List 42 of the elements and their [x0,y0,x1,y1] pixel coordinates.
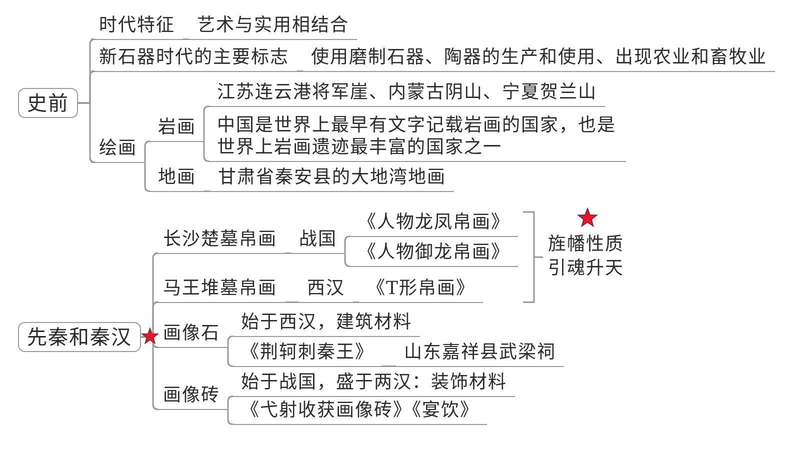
connector-line [227,336,234,348]
branch-topic: 江苏连云港将军崖、内蒙古阴山、宁夏贺兰山 [209,82,605,107]
connector-line [382,366,396,367]
connector-line [297,70,303,72]
connector-line [353,302,359,303]
connector-line [144,140,151,163]
branch-topic: 马王堆墓帛画 [155,278,285,303]
connector-line [344,252,351,267]
branch-topic: 西汉 [299,278,353,303]
branch-topic: 《人物龙凤帛画》 [350,212,518,237]
branch-topic: 艺术与实用相结合 [189,15,357,40]
topic-box: 史前 [18,88,78,118]
branch-topic: 绘画 [91,138,145,163]
branch-topic: 岩画 [150,117,204,142]
connector-line [227,408,234,425]
branch-topic: 始于战国，盛于两汉：装饰材料 [233,372,515,397]
branch-topic: 使用磨制石器、陶器的生产和使用、出现农业和畜牧业 [303,47,775,72]
branch-topic: 画像砖 [155,385,228,410]
connector-line [204,190,210,192]
summary-text: 旌幡性质引魂升天 [548,233,626,282]
topic-box: 先秦和秦汉 [18,322,141,352]
branch-topic: 《人物御龙帛画》 [350,242,518,267]
connector-line [227,396,234,410]
connector-line [285,302,299,303]
branch-topic: 山东嘉祥县武梁祠 [396,342,564,367]
branch-topic: 战国 [291,229,345,254]
branch-topic: 长沙楚墓帛画 [155,229,285,254]
connector-line [78,102,96,163]
branch-topic: 《弋射收获画像砖》《宴饮》 [233,400,487,425]
branch-topic: 《荆轲刺秦王》 [233,342,382,367]
connector-line [285,252,291,254]
connector-line [344,236,351,254]
connector-line [203,140,210,162]
connector-line [183,38,189,40]
branch-topic: 甘肃省秦安县的大地湾地画 [210,167,454,192]
branch-topic: 《T形帛画》 [359,278,484,303]
branch-topic: 地画 [150,167,204,192]
connector-line [227,346,234,367]
branch-topic: 始于西汉，建筑材料 [233,312,420,337]
branch-topic: 中国是世界上最早有文字记载岩画的国家，也是世界上岩画遗迹最丰富的国家之一 [209,115,626,162]
branch-topic: 时代特征 [91,15,183,40]
branch-topic: 新石器时代的主要标志 [91,47,297,72]
